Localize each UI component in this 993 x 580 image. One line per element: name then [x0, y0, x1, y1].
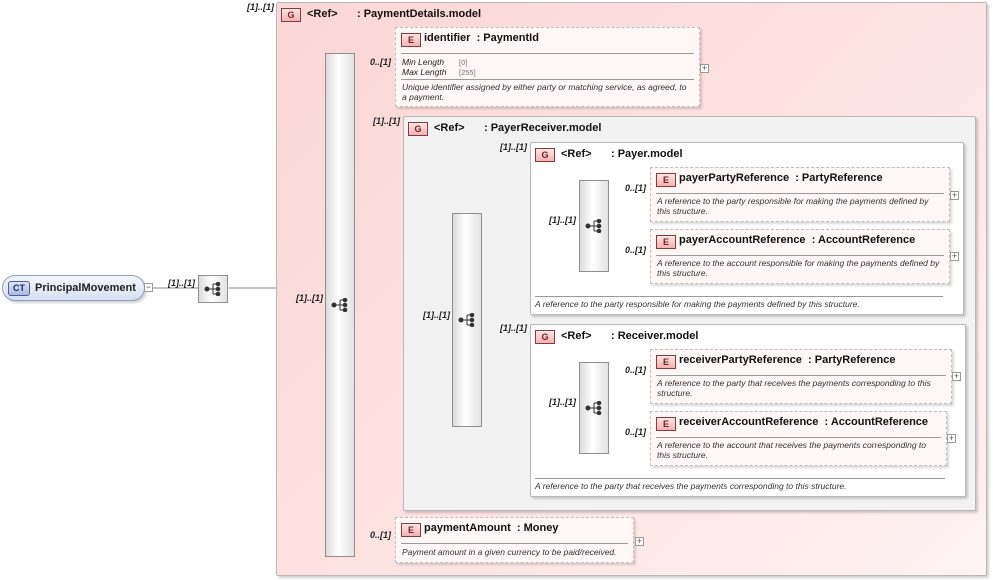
element-description: A reference to the party that receives t… — [657, 378, 931, 398]
element-type: : Money — [516, 522, 559, 534]
payer-account-cardinality: 0..[1] — [625, 245, 647, 255]
separator — [535, 478, 945, 479]
identifier-cardinality: 0..[1] — [370, 57, 392, 67]
element-badge: E — [401, 523, 421, 537]
group-name: : Payer.model — [611, 148, 683, 160]
receiver-account-cardinality: 0..[1] — [625, 427, 647, 437]
group-name: : PayerReceiver.model — [484, 122, 602, 134]
element-name: receiverAccountReference — [679, 416, 819, 428]
payment-details-seq-cardinality: [1]..[1] — [296, 293, 323, 303]
receiver-account-expand-button[interactable]: + — [947, 433, 956, 443]
payer-account-expand-button[interactable]: + — [950, 251, 959, 261]
separator — [401, 53, 694, 54]
element-badge: E — [401, 33, 421, 47]
principal-movement-label: PrincipalMovement — [35, 282, 136, 294]
root-sequence-compositor[interactable] — [198, 275, 228, 303]
group-badge: G — [408, 122, 428, 136]
element-name: payerPartyReference — [679, 172, 790, 184]
facet-value: [255] — [459, 68, 476, 77]
ref-label: <Ref> — [434, 122, 465, 134]
principal-movement-node[interactable]: CT PrincipalMovement — [2, 275, 145, 301]
element-badge: E — [656, 173, 676, 187]
element-description: Payment amount in a given currency to be… — [402, 547, 617, 557]
separator — [656, 375, 946, 376]
sequence-icon — [331, 298, 348, 312]
complex-type-badge: CT — [8, 281, 30, 296]
separator — [401, 543, 628, 544]
separator — [656, 193, 944, 194]
element-description: Unique identifier assigned by either par… — [402, 82, 687, 102]
element-badge: E — [656, 235, 676, 249]
payer-cardinality: [1]..[1] — [500, 142, 527, 152]
separator — [535, 296, 943, 297]
receiver-cardinality: [1]..[1] — [500, 323, 527, 333]
payer-receiver-sequence[interactable] — [452, 213, 482, 427]
payer-seq-cardinality: [1]..[1] — [549, 215, 576, 225]
element-name: paymentAmount — [424, 522, 511, 534]
ref-label: <Ref> — [561, 330, 592, 342]
element-badge: E — [656, 417, 676, 431]
separator — [656, 255, 944, 256]
element-description: A reference to the account responsible f… — [657, 258, 940, 278]
element-description: A reference to the account that receives… — [657, 440, 927, 460]
payment-details-cardinality: [1]..[1] — [247, 2, 274, 12]
sequence-icon — [585, 219, 602, 233]
payment-details-sequence[interactable] — [325, 53, 355, 557]
separator — [656, 437, 941, 438]
group-description: A reference to the party responsible for… — [535, 299, 860, 309]
root-cardinality: [1]..[1] — [168, 278, 195, 288]
receiver-account-reference-element[interactable]: E receiverAccountReference : AccountRefe… — [650, 411, 947, 466]
payment-amount-expand-button[interactable]: + — [635, 536, 644, 546]
receiver-party-cardinality: 0..[1] — [625, 365, 647, 375]
element-type: : PartyReference — [795, 172, 883, 184]
sequence-icon — [585, 401, 602, 415]
identifier-expand-button[interactable]: + — [700, 63, 709, 73]
group-badge: G — [535, 148, 555, 162]
element-name: receiverPartyReference — [679, 354, 802, 366]
receiver-party-reference-element[interactable]: E receiverPartyReference : PartyReferenc… — [650, 349, 952, 404]
group-badge: G — [281, 8, 301, 22]
element-type: : AccountReference — [811, 234, 916, 246]
element-name: payerAccountReference — [679, 234, 806, 246]
group-name: : Receiver.model — [611, 330, 699, 342]
sequence-icon — [458, 313, 475, 327]
receiver-sequence[interactable] — [579, 362, 609, 454]
payment-amount-cardinality: 0..[1] — [370, 530, 392, 540]
ref-label: <Ref> — [307, 8, 338, 20]
element-type: : PaymentId — [476, 32, 539, 44]
receiver-party-expand-button[interactable]: + — [952, 371, 961, 381]
group-badge: G — [535, 330, 555, 344]
facet-label: Min Length — [402, 57, 445, 67]
separator — [401, 79, 694, 80]
collapse-toggle[interactable]: − — [144, 282, 153, 292]
element-type: : AccountReference — [824, 416, 929, 428]
group-description: A reference to the party that receives t… — [535, 481, 847, 491]
payer-party-expand-button[interactable]: + — [950, 190, 959, 200]
payer-party-cardinality: 0..[1] — [625, 183, 647, 193]
sequence-icon — [204, 282, 221, 296]
payment-amount-element[interactable]: E paymentAmount : Money Payment amount i… — [395, 517, 634, 563]
payer-receiver-seq-cardinality: [1]..[1] — [423, 310, 450, 320]
payer-sequence[interactable] — [579, 180, 609, 272]
identifier-element[interactable]: E identifier : PaymentId Min Length [0] … — [395, 27, 700, 107]
facet-label: Max Length — [402, 67, 447, 77]
payer-party-reference-element[interactable]: E payerPartyReference : PartyReference A… — [650, 167, 950, 222]
element-description: A reference to the party responsible for… — [657, 196, 929, 216]
receiver-seq-cardinality: [1]..[1] — [549, 397, 576, 407]
element-badge: E — [656, 355, 676, 369]
element-type: : PartyReference — [808, 354, 896, 366]
payer-account-reference-element[interactable]: E payerAccountReference : AccountReferen… — [650, 229, 950, 284]
group-name: : PaymentDetails.model — [357, 8, 482, 20]
ref-label: <Ref> — [561, 148, 592, 160]
facet-value: [0] — [459, 58, 468, 67]
payer-receiver-cardinality: [1]..[1] — [373, 116, 400, 126]
element-name: identifier — [424, 32, 471, 44]
